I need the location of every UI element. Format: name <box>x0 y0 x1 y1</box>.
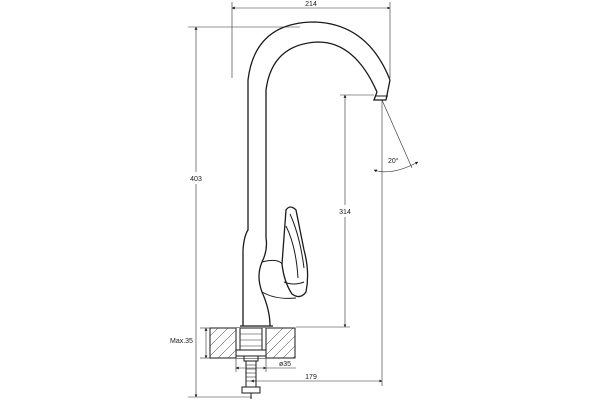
dimension-label-spout-height: 314 <box>339 209 351 216</box>
dimension-max-thickness: Max.35 <box>170 327 210 359</box>
countertop-section <box>209 327 296 359</box>
dimension-label-spout-reach: 179 <box>305 374 317 381</box>
dimension-spout-angle: 20° <box>373 99 419 176</box>
dimension-spout-height: 314 <box>296 94 374 328</box>
dimension-spout-reach: 179 <box>250 176 383 386</box>
countertop-hatch <box>209 327 296 359</box>
dimension-total-height: 403 <box>188 26 300 398</box>
faucet-body <box>240 21 391 327</box>
dimension-label-top-width: 214 <box>305 1 317 8</box>
dimension-label-total-height: 403 <box>190 176 202 183</box>
dimension-label-max-thickness: Max.35 <box>170 338 193 345</box>
dimension-label-hole-diameter: ø35 <box>279 361 291 368</box>
dimension-top-width: 214 <box>231 1 391 78</box>
dimension-label-spout-angle: 20° <box>388 157 399 165</box>
dimension-hole-diameter: ø35 <box>235 358 296 372</box>
mounting-shank <box>235 327 267 399</box>
lever-handle <box>281 206 309 298</box>
